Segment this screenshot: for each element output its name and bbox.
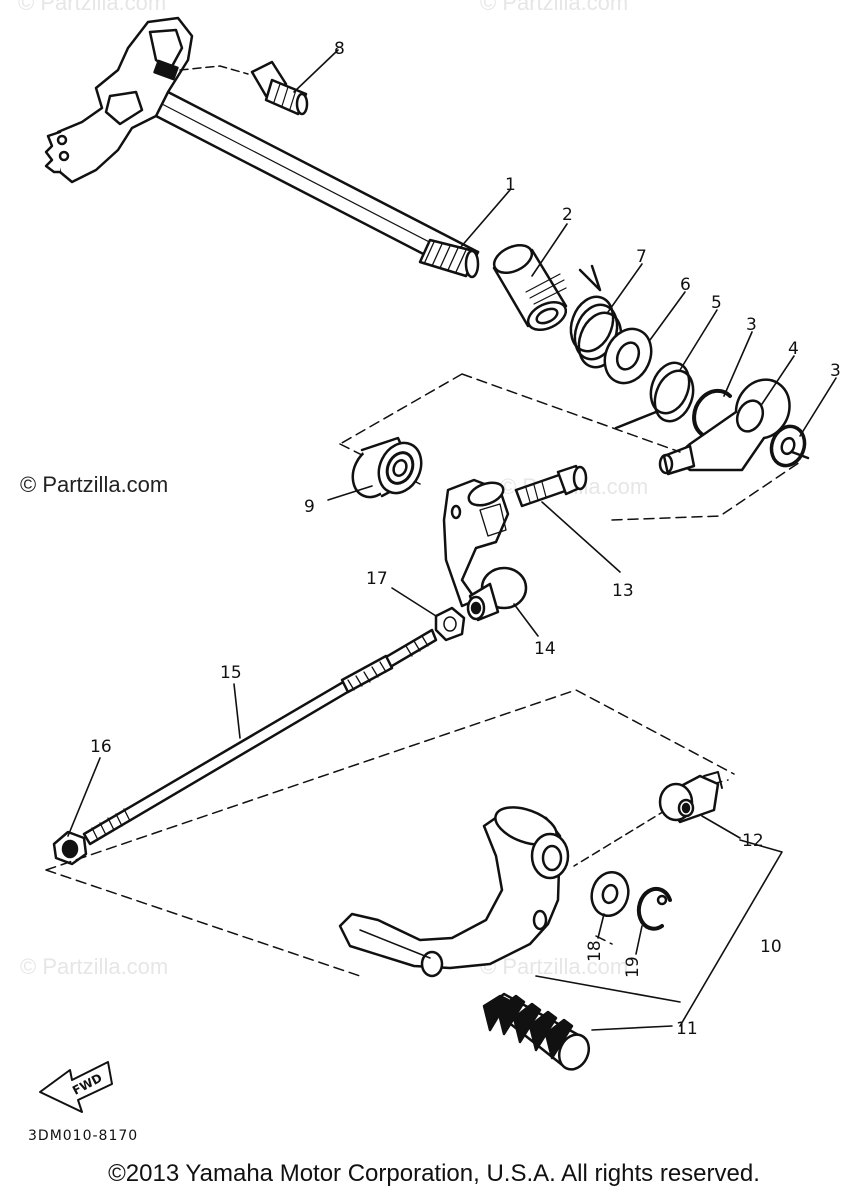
callout-14: 14 [534, 639, 556, 659]
shift-shaft-part-1 [44, 16, 480, 279]
shift-rod-part-15 [82, 628, 438, 846]
callout-1: 1 [505, 175, 516, 195]
nut-part-17 [434, 606, 466, 642]
copyright-notice: ©2013 Yamaha Motor Corporation, U.S.A. A… [108, 1160, 760, 1187]
callout-18: 18 [585, 940, 605, 962]
callout-2: 2 [562, 205, 573, 225]
callout-7: 7 [636, 247, 647, 267]
callout-6: 6 [680, 275, 691, 295]
watermark-bottom-left: © Partzilla.com [20, 954, 169, 979]
watermark-top-left: © Partzilla.com [18, 0, 167, 15]
bolt-part-13 [514, 464, 588, 508]
callout-12: 12 [742, 831, 764, 851]
callout-10: 10 [760, 937, 782, 957]
callout-4: 4 [788, 339, 799, 359]
callout-3b: 3 [830, 361, 841, 381]
footpeg-rubber-part-11 [482, 992, 591, 1071]
callout-11: 11 [676, 1019, 698, 1039]
stud-bolt-part-8 [250, 60, 309, 116]
callout-8: 8 [334, 39, 345, 59]
callout-9: 9 [304, 497, 315, 517]
shift-pedal-part-10 [338, 806, 570, 978]
rod-joint-part-12 [658, 771, 723, 824]
circlip-part-3b [769, 424, 810, 468]
callout-3a: 3 [746, 315, 757, 335]
washer-part-6 [603, 327, 653, 385]
collar-part-2 [492, 243, 568, 332]
watermark-mid-left: © Partzilla.com [20, 472, 169, 497]
watermark-bottom-center: © Partzilla.com [480, 954, 629, 979]
part-code: 3DM010-8170 [28, 1128, 139, 1144]
nut-part-16 [52, 830, 88, 866]
spring-part-5 [614, 361, 695, 430]
callout-16: 16 [90, 737, 112, 757]
shift-arm-part-14 [442, 478, 528, 622]
stopper-lever-part-4 [658, 378, 791, 476]
callout-13: 13 [612, 581, 634, 601]
watermark-top-right: © Partzilla.com [480, 0, 629, 15]
washer-part-18 [590, 870, 630, 918]
callout-5: 5 [711, 293, 722, 313]
circlip-part-19 [636, 886, 672, 931]
callout-15: 15 [220, 663, 242, 683]
fwd-arrow-icon [39, 1061, 113, 1113]
bearing-part-9 [351, 436, 423, 499]
callout-17: 17 [366, 569, 388, 589]
callout-19: 19 [623, 956, 643, 978]
leader-lines [67, 49, 837, 1031]
